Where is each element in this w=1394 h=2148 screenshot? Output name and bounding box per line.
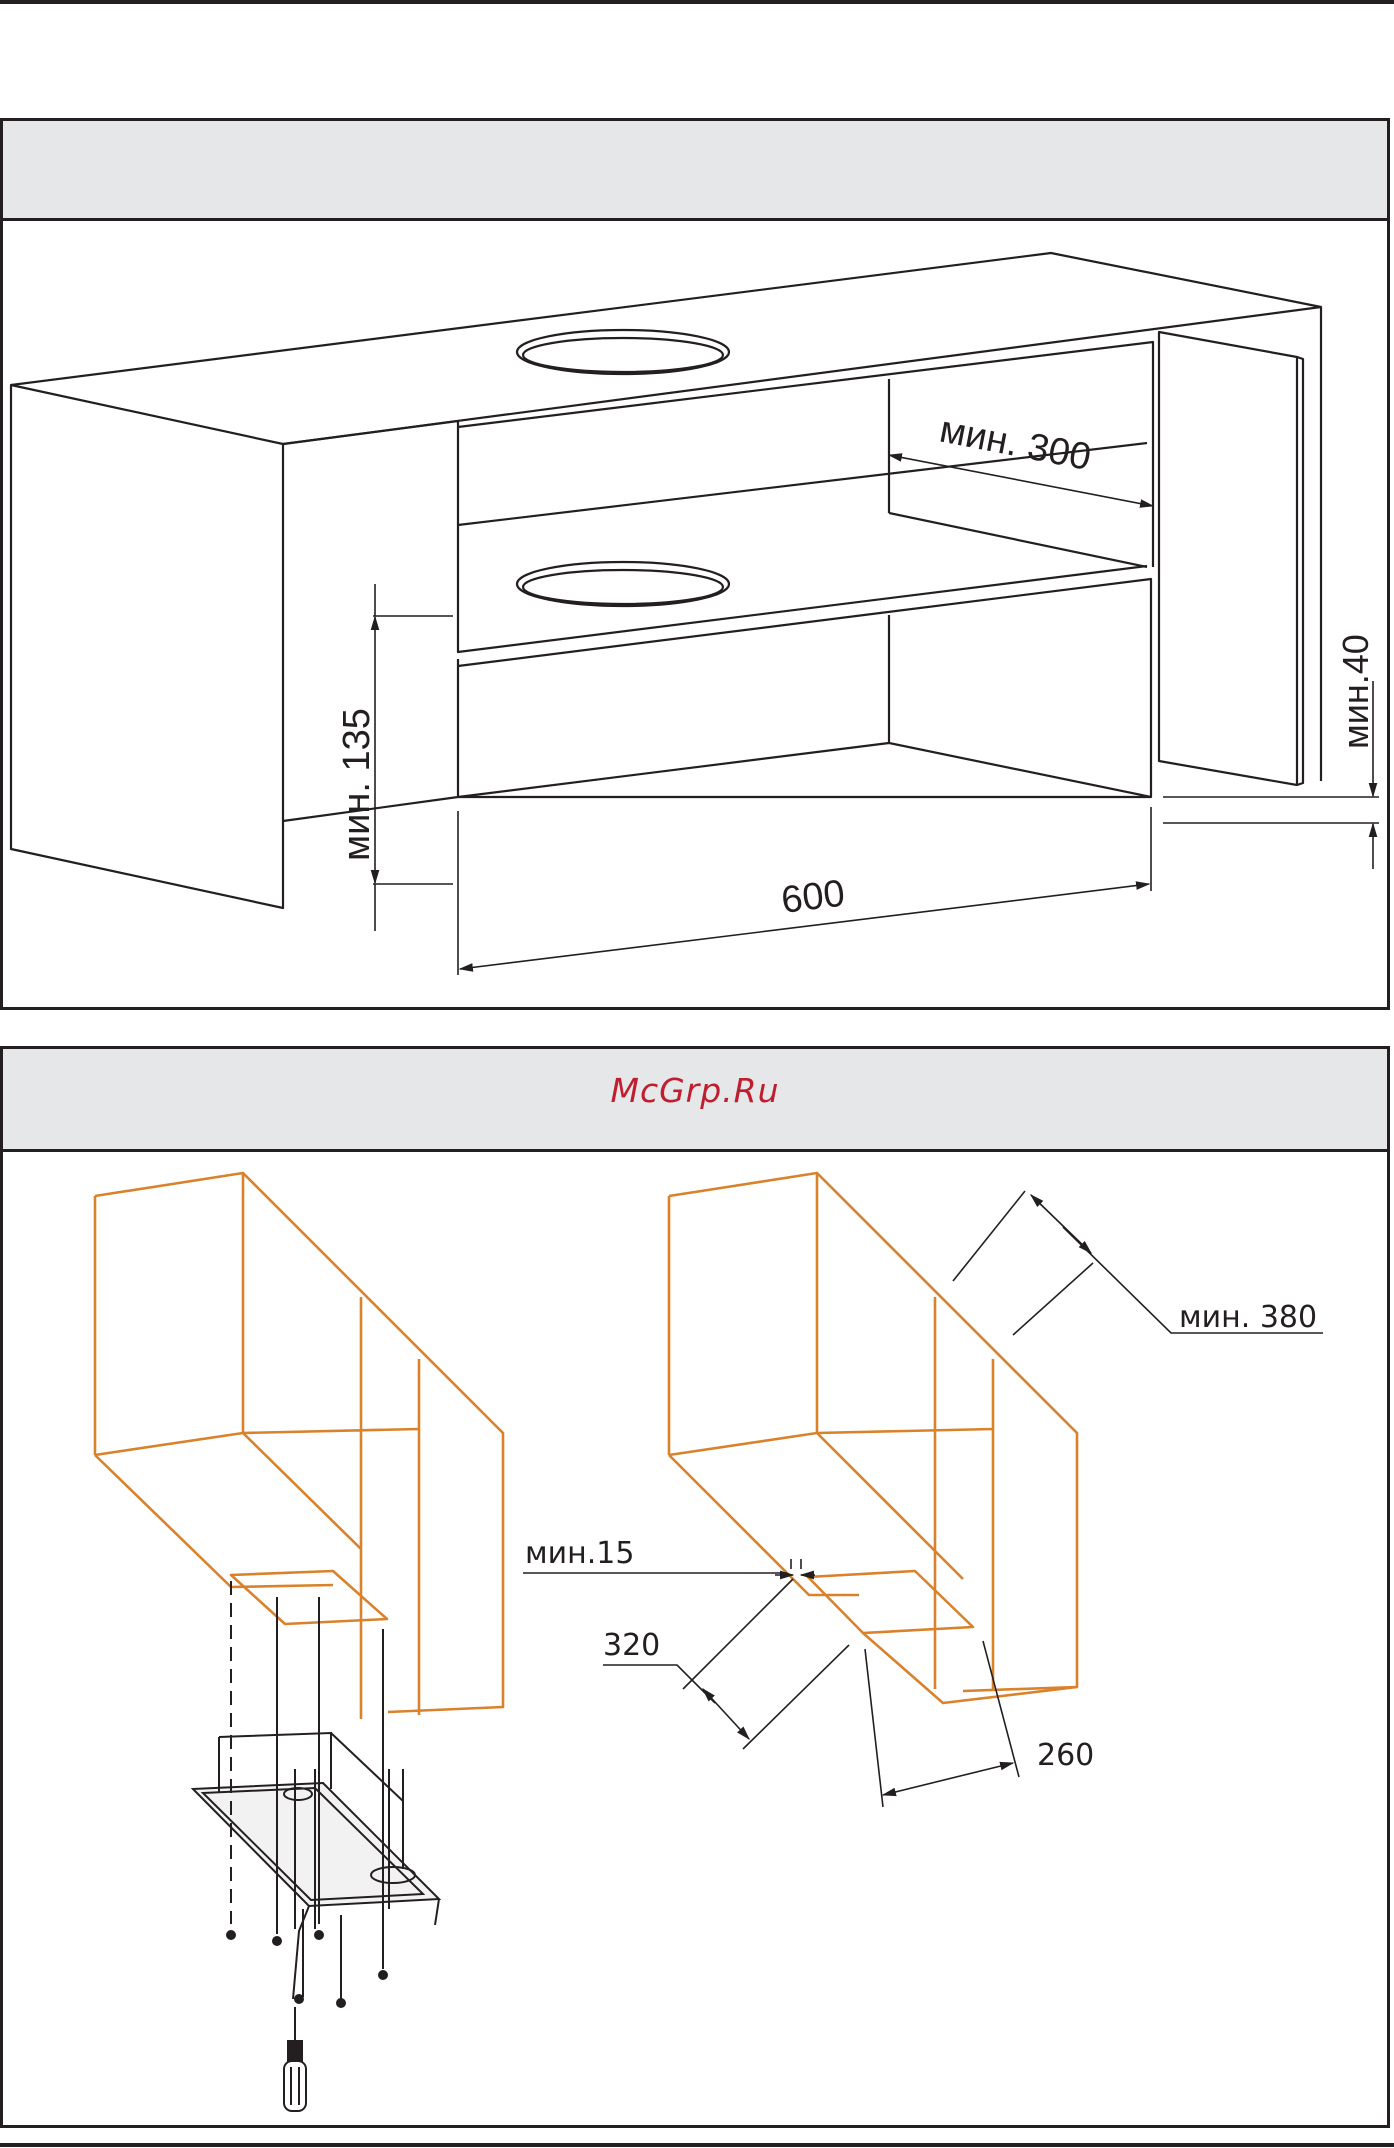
cabinet-left-side [11,385,283,908]
dim-min-380: мин. 380 [1179,1300,1317,1335]
cabinet-right-panel [1159,332,1303,785]
bottom-rule [0,2143,1394,2147]
installation-panel-1: мин. 300 мин. 135 600 мин.40 [0,118,1390,1010]
dim-min-135: мин. 135 [336,708,378,861]
screwdriver-icon [284,2007,306,2111]
dim-260: 260 [1037,1738,1094,1773]
shelf-duct-hole-inner [523,570,723,604]
hood-unit [193,1733,439,1999]
top-duct-hole-inner [523,338,723,372]
installation-panel-2: McGrp.Ru [0,1046,1390,2128]
left-wall-cabinet [95,1173,503,1719]
dim-min-40: мин.40 [1335,634,1376,749]
hood-mounting-drawing: мин. 380 мин.15 320 260 [3,1049,1393,2131]
dim-min-15: мин.15 [525,1536,634,1571]
cabinet-front-edges [283,421,1147,821]
dim-320: 320 [603,1628,660,1663]
cabinet-dimension-drawing: мин. 300 мин. 135 600 мин.40 [3,121,1393,1013]
top-rule [0,0,1394,4]
dim-600: 600 [779,873,847,922]
cabinet-lower-compartment [458,579,1151,797]
right-wall-cabinet [669,1173,1077,1703]
